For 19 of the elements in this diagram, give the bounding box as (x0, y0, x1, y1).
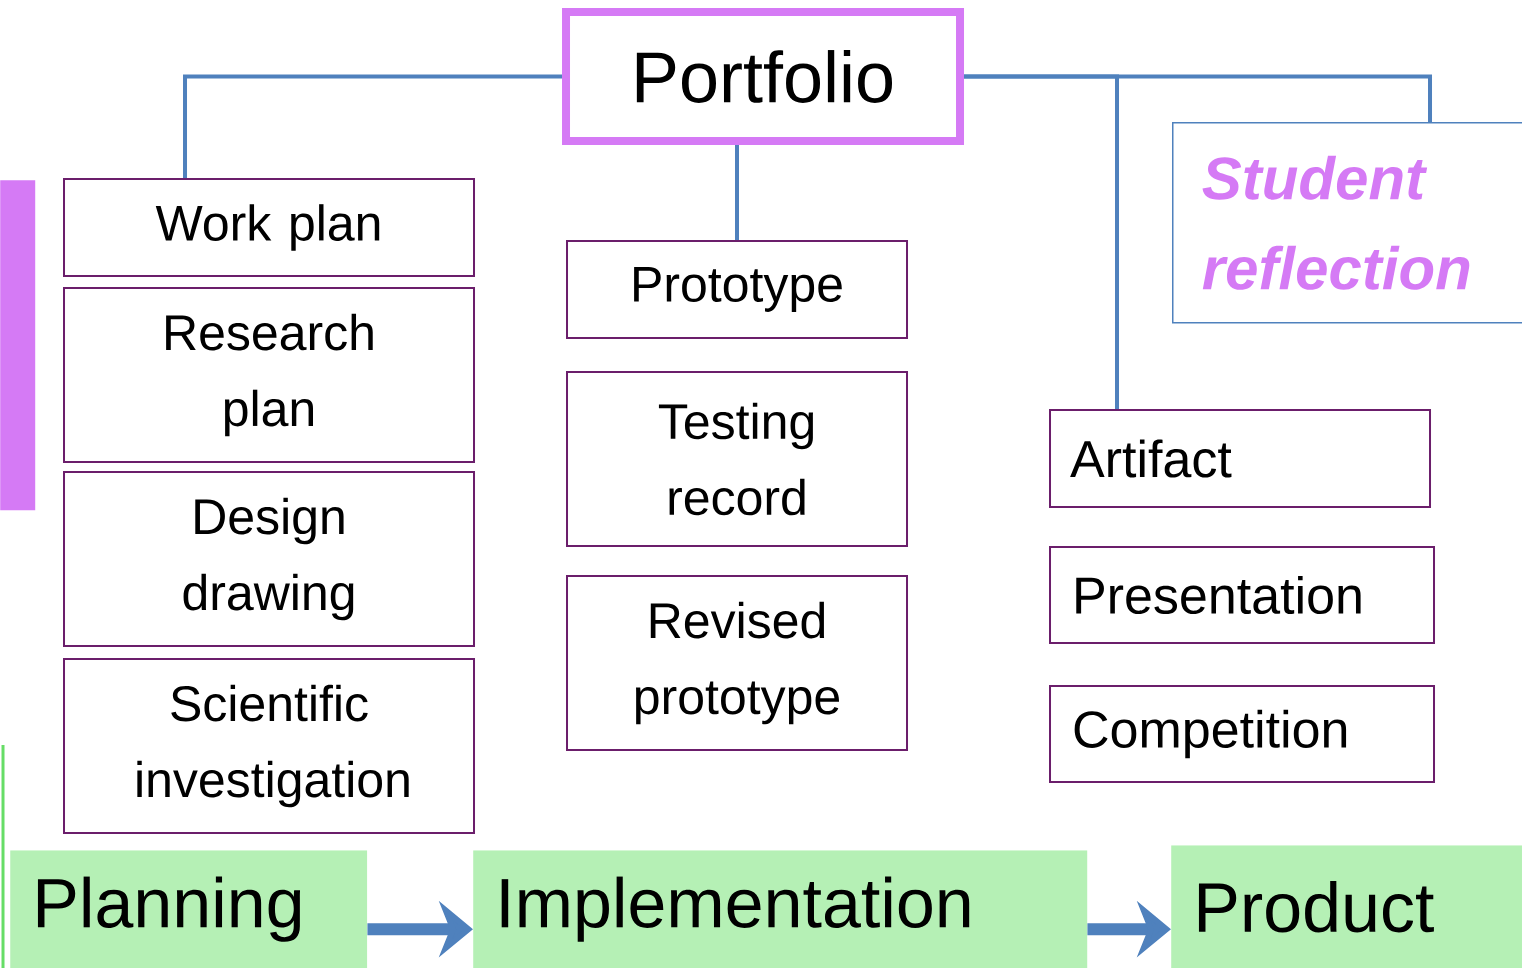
connector-line (964, 74, 1432, 122)
output-box: Competition (1049, 685, 1435, 783)
document-box: Revised prototype (566, 575, 908, 751)
reflection-box: Student reflection (1172, 122, 1522, 324)
document-box: Testing record (566, 371, 908, 547)
stage-band: Implementation (473, 850, 1088, 968)
document-box: Scientific investigation (63, 658, 475, 834)
connector-line (735, 145, 739, 240)
title-box: Portfolio (562, 8, 964, 145)
output-box: Presentation (1049, 546, 1435, 644)
output-box: Artifact (1049, 409, 1431, 508)
document-box: Prototype (566, 240, 908, 339)
document-box: Work plan (63, 178, 475, 277)
stage-band: Product (1171, 845, 1522, 968)
stage-band: Planning (10, 850, 368, 968)
document-box: Research plan (63, 287, 475, 463)
side-bar (0, 180, 36, 511)
connector-line (183, 74, 562, 178)
document-box: Design drawing (63, 471, 475, 647)
